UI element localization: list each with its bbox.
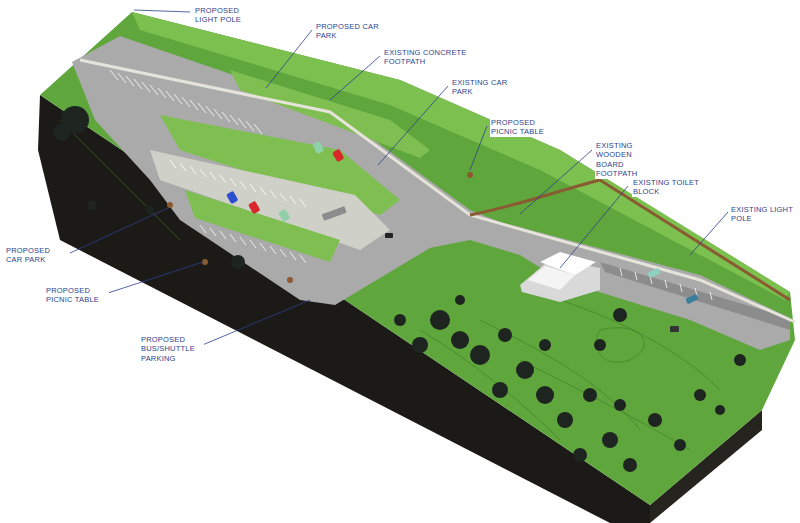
- roads-and-car-parks: [72, 36, 795, 350]
- callout-label: PROPOSED LIGHT POLE: [194, 6, 252, 25]
- terrain-block: [38, 12, 795, 523]
- callout-label: EXISTING WOODEN BOARD FOOTPATH: [595, 141, 661, 179]
- toilet-block: [520, 252, 600, 302]
- callout-label: EXISTING CONCRETE FOOTPATH: [383, 48, 477, 67]
- leader-lines: [70, 10, 728, 346]
- cars: [226, 141, 699, 332]
- callout-label: EXISTING TOILET BLOCK: [632, 178, 716, 197]
- trees: [53, 106, 746, 472]
- picnic-tables: [167, 172, 473, 283]
- callout-label: PROPOSED PICNIC TABLE: [490, 118, 554, 137]
- callout-label: EXISTING CAR PARK: [451, 78, 519, 97]
- callout-label: PROPOSED CAR PARK: [5, 246, 69, 265]
- callout-label: EXISTING LIGHT POLE: [730, 205, 796, 224]
- callout-label: PROPOSED BUS/SHUTTLE PARKING: [140, 335, 204, 363]
- callout-label: PROPOSED CAR PARK: [315, 22, 383, 41]
- parking-bays: [110, 70, 712, 300]
- callout-label: PROPOSED PICNIC TABLE: [45, 286, 109, 305]
